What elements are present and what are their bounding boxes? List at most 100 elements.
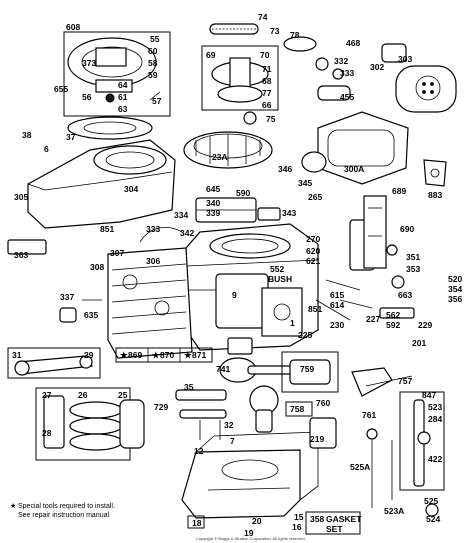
label-70: 70	[260, 50, 270, 60]
label-58: 58	[148, 58, 158, 68]
label-307: 307	[110, 248, 124, 258]
label-25: 25	[118, 390, 128, 400]
label-351: 351	[406, 252, 420, 262]
label-201: 201	[412, 338, 426, 348]
flywheel-assembly	[183, 111, 273, 169]
label-73: 73	[270, 26, 280, 36]
label-12: 12	[194, 446, 204, 456]
label-66: 66	[262, 100, 272, 110]
label-68: 68	[262, 76, 272, 86]
label-1: 1	[290, 318, 295, 328]
starter-pulley-plate	[67, 116, 153, 140]
dipstick-box	[399, 391, 445, 491]
label-757: 757	[398, 376, 412, 386]
fuel-tank	[301, 111, 447, 187]
flywheel-nut	[243, 111, 257, 125]
repair-manual-note: See repair instruction manual	[18, 512, 109, 519]
label-59: 59	[148, 70, 158, 80]
label-23A: 23A	[212, 152, 228, 162]
label-741: 741	[216, 364, 230, 374]
label-71: 71	[262, 64, 272, 74]
label-869: 869	[128, 350, 142, 360]
label-520: 520	[448, 274, 462, 284]
label-63: 63	[118, 104, 128, 114]
fuel-tank-bracket	[423, 159, 447, 187]
label-523: 523	[428, 402, 442, 412]
piston-assembly	[35, 387, 145, 461]
label-29: 29	[84, 350, 94, 360]
starter-pulley	[95, 79, 133, 93]
label-265: 265	[308, 192, 322, 202]
label-655: 655	[54, 84, 68, 94]
label-60: 60	[148, 46, 158, 56]
label-61: 61	[118, 92, 128, 102]
label-9: 9	[232, 290, 237, 300]
label-270: 270	[306, 234, 320, 244]
label-340: 340	[206, 198, 220, 208]
label-38: 38	[22, 130, 32, 140]
label-35: 35	[184, 382, 194, 392]
gasket-set-box	[305, 511, 361, 535]
label-7: 7	[230, 436, 235, 446]
label-758: 758	[290, 404, 304, 414]
label-363: 363	[14, 250, 28, 260]
label-219: 219	[310, 434, 324, 444]
label-690: 690	[400, 224, 414, 234]
muffler	[395, 65, 457, 113]
label-302: 302	[370, 62, 384, 72]
label-346: 346	[278, 164, 292, 174]
label-851: 851	[308, 304, 322, 314]
label-19: 19	[244, 528, 254, 538]
part-number-labels: 74 73 608 55 60 373 58 59 64 61 63 655 5…	[12, 12, 462, 538]
label-334: 334	[174, 210, 188, 220]
label-455: 455	[340, 92, 354, 102]
label-358-gasket: GASKET	[326, 514, 362, 524]
muffler-bracket	[7, 239, 47, 255]
label-847: 847	[422, 390, 436, 400]
star-kit-labels: ★ ★ ★	[115, 347, 213, 363]
label-871: 871	[192, 350, 206, 360]
label-759: 759	[300, 364, 314, 374]
label-525A: 525A	[350, 462, 370, 472]
label-284: 284	[428, 414, 442, 424]
mounting-parts	[281, 351, 413, 449]
label-28: 28	[42, 428, 52, 438]
label-621: 621	[306, 256, 320, 266]
rotating-screen-assembly	[201, 23, 279, 111]
label-358: 358	[310, 514, 324, 524]
label-78: 78	[290, 30, 300, 40]
label-37: 37	[66, 132, 76, 142]
valves-tappets	[175, 389, 227, 440]
label-304: 304	[124, 184, 138, 194]
label-552: 552	[270, 264, 284, 274]
rewind-starter-assembly	[63, 31, 171, 140]
blower-housing	[27, 139, 176, 229]
label-225: 225	[298, 330, 312, 340]
label-645: 645	[206, 184, 220, 194]
label-729: 729	[154, 402, 168, 412]
label-308: 308	[90, 262, 104, 272]
oil-pan-id-box	[187, 515, 205, 529]
label-77: 77	[262, 88, 272, 98]
label-306: 306	[146, 256, 160, 266]
label-552-bush: BUSH	[268, 274, 292, 284]
label-422: 422	[428, 454, 442, 464]
label-353: 353	[406, 264, 420, 274]
dipstick-assembly	[366, 391, 445, 517]
label-523A: 523A	[384, 506, 404, 516]
label-74: 74	[258, 12, 268, 22]
starter-handle-bracket	[95, 47, 127, 67]
connecting-rod-box	[7, 347, 101, 379]
label-614: 614	[330, 300, 344, 310]
cylinder-block	[185, 223, 319, 351]
starter-spring-icon	[105, 93, 115, 103]
label-608: 608	[66, 22, 80, 32]
label-333: 333	[146, 224, 160, 234]
special-tools-note: Special tools required to install.	[18, 503, 115, 510]
air-cleaner-assembly	[283, 36, 457, 113]
air-filter-cover	[283, 36, 317, 52]
label-620: 620	[306, 246, 320, 256]
label-229: 229	[418, 320, 432, 330]
label-15: 15	[294, 512, 304, 522]
